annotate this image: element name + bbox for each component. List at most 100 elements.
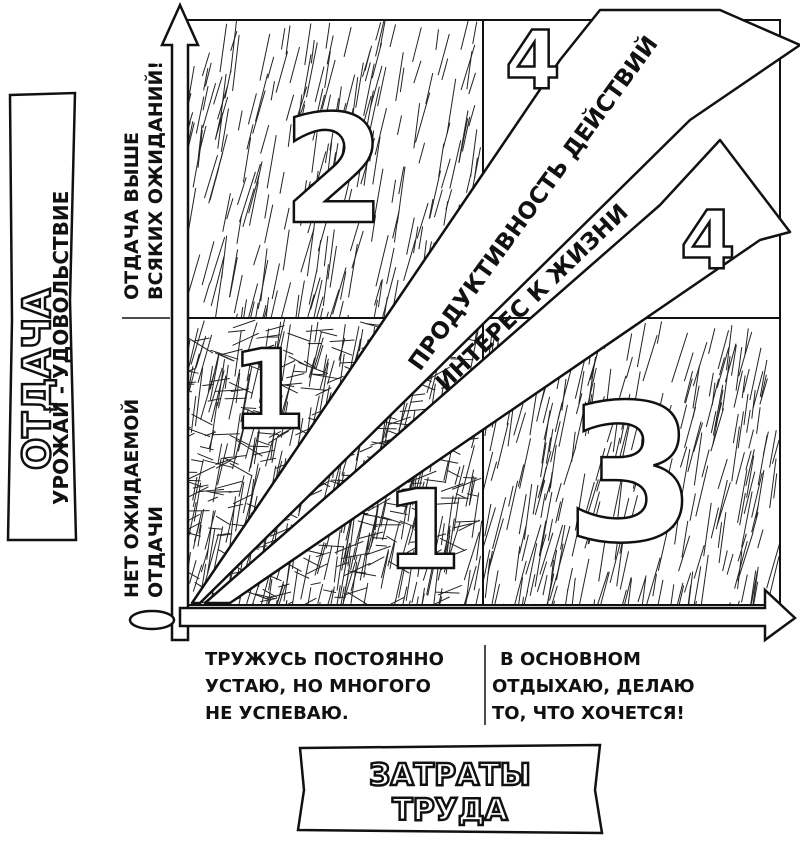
hatch-stroke [267,595,272,605]
hatch-stroke [548,472,553,493]
hatch-stroke [401,525,412,557]
hatch-stroke [614,521,621,560]
hatch-stroke [342,74,356,123]
hatch-stroke [588,501,601,545]
hatch-stroke [323,589,337,594]
hatch-stroke [585,481,595,511]
hatch-stroke [248,175,260,214]
hatch-stroke [188,465,216,480]
hatch-stroke [389,510,408,515]
hatch-stroke [609,534,623,583]
hatch-stroke [370,514,377,547]
hatch-stroke [197,525,202,547]
hatch-stroke [273,318,286,364]
hatch-stroke [343,543,351,565]
hatch-stroke [641,577,647,605]
hatch-stroke [232,332,259,346]
hatch-stroke [446,78,457,134]
hatch-stroke [198,508,205,534]
hatch-stroke [773,473,778,499]
hatch-stroke [737,411,744,449]
hatch-stroke [243,362,266,373]
hatch-stroke [350,554,362,592]
hatch-stroke [329,289,340,318]
hatch-stroke [260,124,270,154]
hatch-stroke [693,422,704,453]
hatch-stroke [411,507,428,516]
hatch-stroke [250,352,263,399]
hatch-stroke [349,216,362,252]
hatch-stroke [443,460,449,481]
hatch-stroke [206,510,214,560]
hatch-stroke [203,68,209,91]
hatch-stroke [626,333,633,361]
hatch-stroke [405,550,415,601]
hatch-stroke [642,402,650,445]
hatch-stroke [228,490,240,493]
hatch-stroke [313,337,324,369]
hatch-stroke [615,375,627,412]
hatch-stroke [197,334,213,383]
hatch-stroke [484,558,491,598]
hatch-stroke [332,267,347,315]
hatch-stroke [340,271,347,300]
hatch-stroke [726,553,734,575]
hatch-stroke [451,477,482,490]
hatch-stroke [237,110,243,131]
hatch-stroke [718,512,727,564]
hatch-stroke [678,535,691,572]
hatch-stroke [200,548,209,573]
hatch-stroke [252,409,266,415]
hatch-stroke [645,557,661,605]
hatch-stroke [217,443,229,485]
hatch-stroke [283,207,290,230]
hatch-stroke [204,533,220,585]
hatch-stroke [340,586,345,605]
hatch-stroke [309,331,323,380]
hatch-stroke [465,469,475,507]
hatch-stroke [683,352,694,382]
hatch-stroke [766,542,780,589]
hatch-stroke [558,404,568,447]
hatch-stroke [323,236,329,267]
hatch-stroke [193,482,202,522]
hatch-stroke [187,122,195,155]
hatch-stroke [205,62,212,87]
hatch-stroke [719,357,725,376]
hatch-stroke [741,375,746,399]
hatch-stroke [276,321,282,352]
hatch-stroke [325,22,331,49]
hatch-stroke [437,33,450,76]
hatch-stroke [716,347,730,388]
hatch-stroke [339,542,351,599]
hatch-stroke [439,537,466,552]
hatch-stroke [336,545,345,591]
hatch-stroke [299,183,312,226]
hatch-stroke [232,34,240,92]
hatch-stroke [733,370,743,408]
hatch-stroke [375,235,389,287]
hatch-stroke [187,112,194,133]
hatch-stroke [418,226,424,250]
hatch-stroke [311,132,318,173]
hatch-stroke [350,561,358,604]
hatch-stroke [220,108,229,152]
hatch-stroke [410,540,425,543]
hatch-stroke [692,365,700,409]
hatch-stroke [684,406,697,448]
hatch-stroke [565,589,569,605]
hatch-stroke [381,266,397,318]
hatch-stroke [239,171,256,223]
hatch-stroke [746,455,755,498]
hatch-stroke [518,577,524,605]
hatch-stroke [240,406,262,417]
hatch-stroke [416,528,424,548]
hatch-stroke [519,526,527,554]
hatch-stroke [492,497,507,549]
hatch-stroke [323,546,333,580]
hatch-stroke [300,228,315,273]
hatch-stroke [474,157,478,178]
hatch-stroke [257,395,265,424]
hatch-stroke [347,516,355,567]
x-axis-title-line2: ТРУДА [392,793,508,828]
